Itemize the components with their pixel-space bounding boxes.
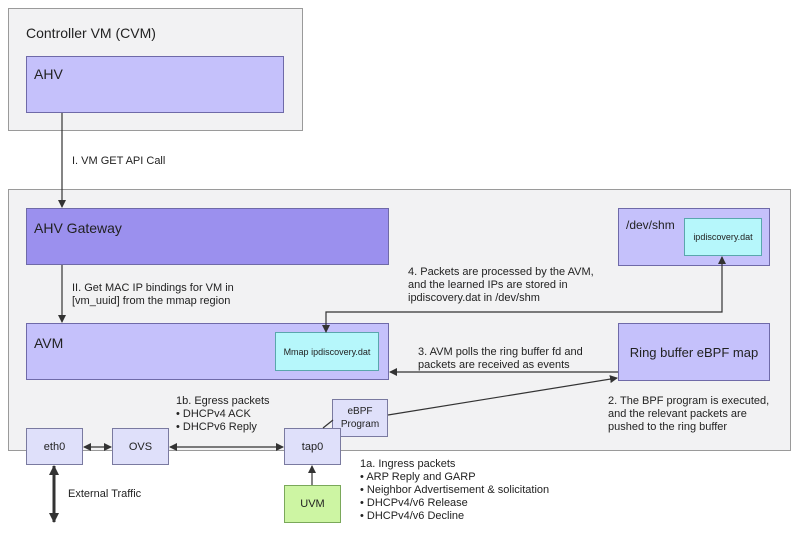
ebpf-line1: eBPF [347,406,373,417]
step-4-line3: ipdiscovery.dat in /dev/shm [408,292,540,304]
tap0-label: tap0 [301,440,324,453]
ipdiscovery-file-label: ipdiscovery.dat [693,232,753,242]
step-ii-line2: [vm_uuid] from the mmap region [72,295,231,307]
step-3-line2: packets are received as events [418,359,570,371]
ahv-gateway-box [26,208,389,265]
step-i-label: I. VM GET API Call [72,155,166,167]
step-1b-title: 1b. Egress packets [176,395,270,407]
eth0-box: eth0 [26,428,83,465]
uvm-box: UVM [284,485,341,523]
ahv-gateway-label: AHV Gateway [34,220,122,236]
ebpf-program-box: eBPF Program [332,399,388,437]
ipdiscovery-file: ipdiscovery.dat [684,218,762,256]
ahv-label: AHV [34,66,63,82]
step-2-line1: 2. The BPF program is executed, [608,395,770,407]
ahv-box [26,56,284,113]
step-1a-title: 1a. Ingress packets [360,458,456,470]
uvm-label: UVM [300,498,325,510]
ring-buffer-label: Ring buffer eBPF map [629,344,759,360]
step-1a-item: • DHCPv4/v6 Decline [360,510,465,522]
avm-label: AVM [34,335,64,351]
step-4-label: 4. Packets are processed by the AVM, and… [408,266,594,305]
arrow-tap0-to-ebpf [322,419,334,429]
mmap-file-label: Mmap ipdiscovery.dat [283,346,371,357]
dev-shm-label: /dev/shm [626,218,675,232]
step-3-label: 3. AVM polls the ring buffer fd and pack… [418,346,583,372]
arrow-avm-to-shm [322,256,726,333]
step-1a-item: • Neighbor Advertisement & solicitation [360,484,550,496]
step-1a-item: • DHCPv4/v6 Release [360,497,468,509]
step-1b-item: • DHCPv6 Reply [176,421,257,433]
step-ii-label: II. Get MAC IP bindings for VM in [vm_uu… [72,282,234,308]
ovs-label: OVS [128,440,153,453]
eth0-label: eth0 [43,440,66,453]
arrow-ebpf-to-ringbuffer [387,375,618,416]
step-1b-item: • DHCPv4 ACK [176,408,251,420]
step-2-line3: pushed to the ring buffer [608,421,728,433]
step-4-line2: and the learned IPs are stored in [408,279,568,291]
step-1a-item: • ARP Reply and GARP [360,471,476,483]
mmap-file: Mmap ipdiscovery.dat [275,332,379,371]
tap0-box: tap0 [284,428,341,465]
step-2-label: 2. The BPF program is executed, and the … [608,395,769,434]
step-2-line2: and the relevant packets are [608,408,747,420]
ebpf-line2: Program [340,419,380,430]
step-ii-line1: II. Get MAC IP bindings for VM in [72,282,234,294]
ovs-box: OVS [112,428,169,465]
step-1a-label: 1a. Ingress packets • ARP Reply and GARP… [360,458,549,523]
step-4-line1: 4. Packets are processed by the AVM, [408,266,594,278]
external-traffic-label: External Traffic [68,488,142,500]
step-3-line1: 3. AVM polls the ring buffer fd and [418,346,583,358]
step-1b-label: 1b. Egress packets • DHCPv4 ACK • DHCPv6… [176,395,270,434]
cvm-title: Controller VM (CVM) [26,25,156,41]
